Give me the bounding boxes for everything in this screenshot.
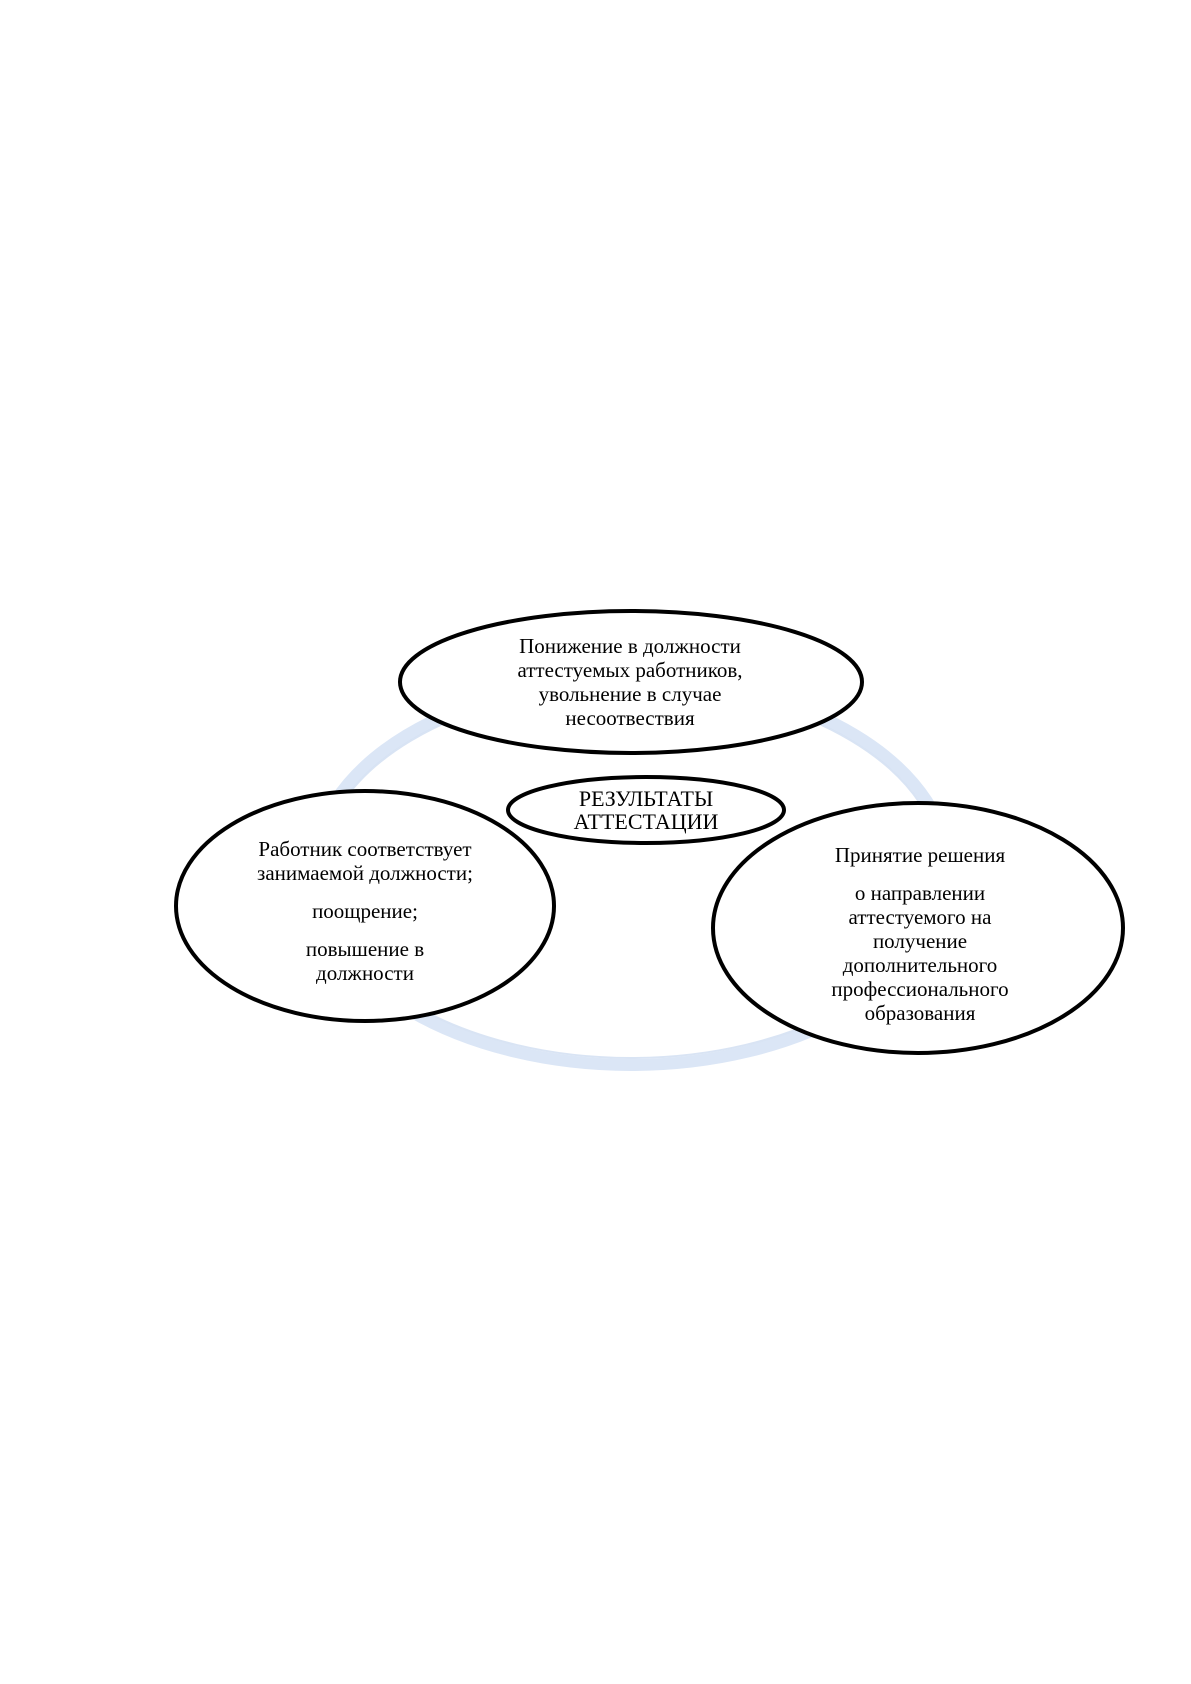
right-line-5: дополнительного <box>843 953 998 977</box>
right-node-text: Принятие решения о направлении аттестуем… <box>790 838 1050 1030</box>
right-line-7: образования <box>865 1001 976 1025</box>
top-line-3: увольнение в случае <box>539 682 722 706</box>
left-node-text: Работник соответствует занимаемой должно… <box>215 836 515 986</box>
left-line-1: Работник соответствует <box>258 837 471 861</box>
right-line-3: аттестуемого на <box>849 905 992 929</box>
right-line-4: получение <box>873 929 967 953</box>
right-line-1: Принятие решения <box>835 843 1005 867</box>
top-node-text: Понижение в должности аттестуемых работн… <box>430 626 830 738</box>
left-line-2: занимаемой должности; <box>257 861 473 885</box>
center-node-text: РЕЗУЛЬТАТЫ АТТЕСТАЦИИ <box>520 782 772 838</box>
right-line-6: профессионального <box>831 977 1008 1001</box>
top-line-4: несоотвествия <box>565 706 694 730</box>
top-line-1: Понижение в должности <box>519 634 741 658</box>
left-line-5: должности <box>316 961 414 985</box>
center-line-2: АТТЕСТАЦИИ <box>574 810 719 833</box>
left-line-3: поощрение; <box>312 899 418 923</box>
left-line-4: повышение в <box>306 937 424 961</box>
center-line-1: РЕЗУЛЬТАТЫ <box>579 787 713 810</box>
right-line-2: о направлении <box>855 881 985 905</box>
top-line-2: аттестуемых работников, <box>517 658 742 682</box>
